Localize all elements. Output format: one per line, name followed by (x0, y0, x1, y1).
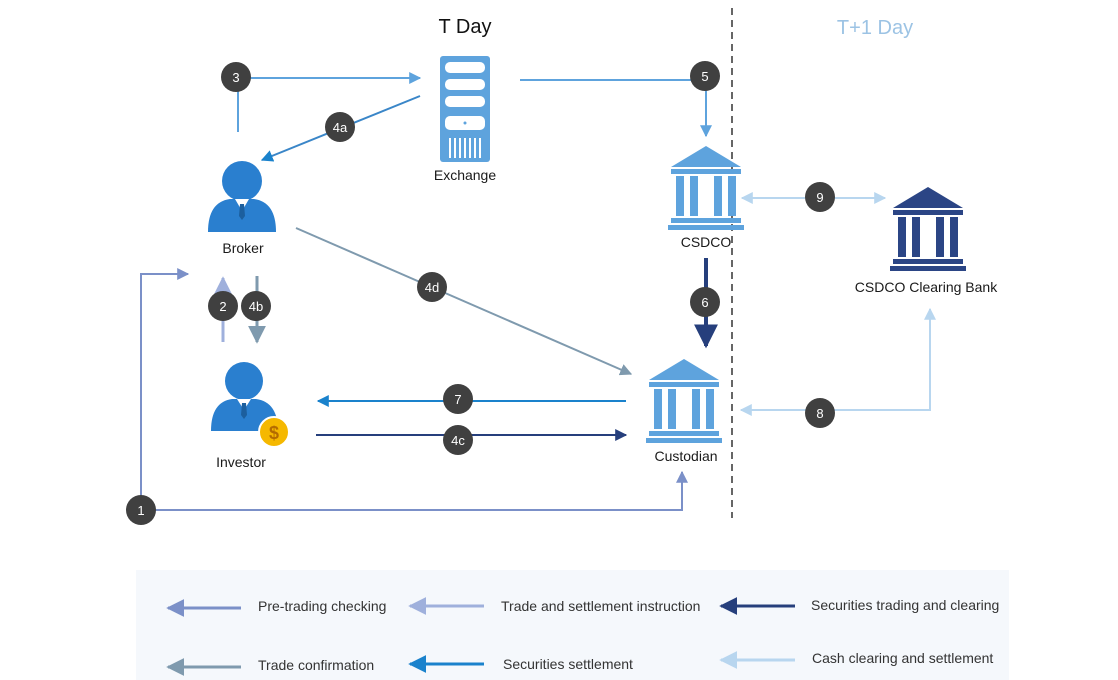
legend-label-settlement: Securities settlement (503, 656, 633, 672)
step-badge-3: 3 (221, 62, 251, 92)
legend-label-cash: Cash clearing and settlement (812, 650, 994, 666)
step-badge-9: 9 (805, 182, 835, 212)
dollar-coin-icon: $ (258, 416, 290, 448)
legend-label-confirmation: Trade confirmation (258, 657, 375, 673)
svg-text:9: 9 (816, 190, 823, 205)
broker-person-icon (208, 161, 276, 232)
legend-panel (136, 570, 1009, 680)
t-day-heading: T Day (438, 16, 492, 38)
svg-text:4d: 4d (425, 280, 439, 295)
custodian-building-icon (646, 359, 722, 443)
step-badge-4c: 4c (443, 425, 473, 455)
csdco-building-icon (668, 146, 744, 230)
step-badge-5: 5 (690, 61, 720, 91)
flow-4d-confirmation (295, 227, 633, 376)
csdco-label: CSDCO (680, 234, 732, 250)
legend-label-instruction: Trade and settlement instruction (501, 598, 701, 614)
flow-1-to-custodian (141, 470, 688, 511)
svg-text:4a: 4a (333, 120, 348, 135)
svg-text:4b: 4b (249, 299, 263, 314)
svg-text:3: 3 (232, 70, 239, 85)
svg-text:6: 6 (701, 295, 708, 310)
clearing-bank-building-icon (890, 187, 966, 271)
flow-5-clearing (520, 79, 712, 138)
svg-text:$: $ (269, 423, 279, 443)
server-icon (440, 56, 490, 162)
legend-label-securities-clearing: Securities trading and clearing (811, 597, 1000, 613)
step-badge-1: 1 (126, 495, 156, 525)
step-badge-4b: 4b (241, 291, 271, 321)
step-badge-4d: 4d (417, 272, 447, 302)
legend-label-pre-trading: Pre-trading checking (258, 598, 387, 614)
custodian-label: Custodian (654, 448, 718, 464)
step-badge-8: 8 (805, 398, 835, 428)
flow-8-cash (739, 307, 936, 416)
investor-label: Investor (216, 454, 266, 470)
svg-text:7: 7 (454, 392, 461, 407)
step-badge-7: 7 (443, 384, 473, 414)
svg-text:4c: 4c (451, 433, 465, 448)
t1-day-heading: T+1 Day (836, 17, 914, 39)
exchange-label: Exchange (433, 167, 497, 183)
broker-label: Broker (222, 240, 264, 256)
flow-1-to-broker (140, 268, 190, 510)
step-badge-4a: 4a (325, 112, 355, 142)
svg-text:5: 5 (701, 69, 708, 84)
svg-text:2: 2 (219, 299, 226, 314)
step-badge-2: 2 (208, 291, 238, 321)
step-badge-6: 6 (690, 287, 720, 317)
svg-text:8: 8 (816, 406, 823, 421)
clearing-bank-label: CSDCO Clearing Bank (854, 279, 998, 295)
svg-text:1: 1 (137, 503, 144, 518)
